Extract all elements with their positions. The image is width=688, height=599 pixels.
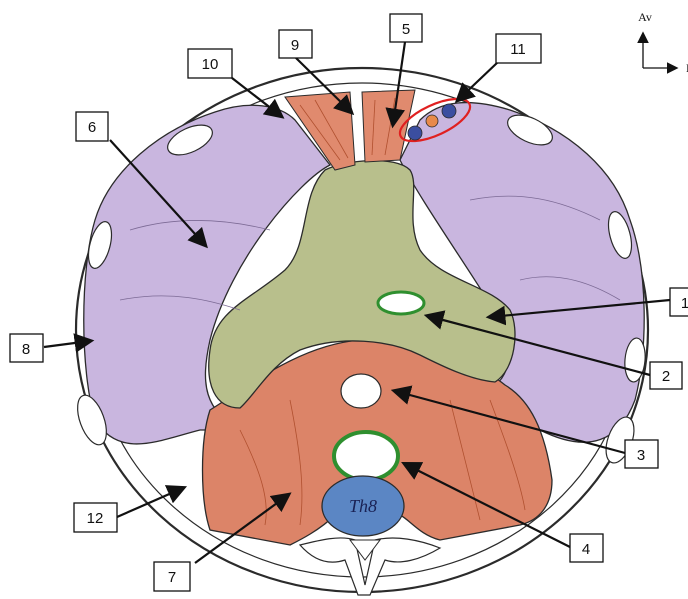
vessel-orange: [426, 115, 438, 127]
label-8: 8: [22, 341, 30, 358]
label-7: 7: [168, 569, 176, 586]
orientation-up-label: Av: [638, 10, 652, 24]
label-box-11: 11: [496, 34, 541, 63]
label-3: 3: [637, 447, 645, 464]
label-9: 9: [291, 37, 299, 54]
vertebra-label: Th8: [349, 496, 377, 516]
label-box-1: 1: [670, 288, 688, 316]
label-box-12: 12: [74, 503, 117, 532]
vena-cava-foramen: [378, 292, 424, 314]
vessel-blue: [442, 104, 456, 118]
label-4: 4: [582, 541, 590, 558]
label-6: 6: [88, 119, 96, 136]
label-box-6: 6: [76, 112, 108, 141]
label-box-4: 4: [570, 534, 603, 562]
label-5: 5: [402, 21, 410, 38]
aortic-hiatus: [334, 432, 398, 480]
label-box-10: 10: [188, 49, 232, 78]
vessel-blue: [408, 126, 422, 140]
label-box-5: 5: [390, 14, 422, 42]
label-box-3: 3: [625, 440, 658, 468]
label-2: 2: [662, 368, 670, 385]
label-box-9: 9: [279, 30, 312, 58]
label-10: 10: [202, 56, 219, 73]
orientation-indicator: Av D: [638, 10, 688, 75]
label-box-8: 8: [10, 334, 43, 362]
label-box-2: 2: [650, 362, 682, 389]
label-11: 11: [510, 41, 526, 58]
label-1: 1: [681, 295, 688, 312]
label-box-7: 7: [154, 562, 190, 591]
esophageal-hiatus: [341, 374, 381, 408]
label-12: 12: [87, 510, 104, 527]
